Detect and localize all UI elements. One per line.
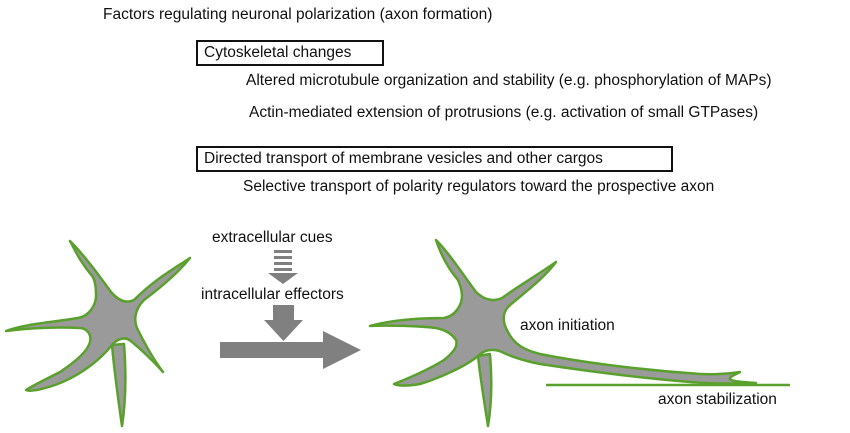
directed-transport-box: Directed transport of membrane vesicles … [196,146,673,172]
unpolarized-neuron [4,239,192,393]
transition-arrow [220,331,361,369]
page-title: Factors regulating neuronal polarization… [103,6,493,23]
effectors-arrow [264,305,303,341]
intracellular-effectors-label: intracellular effectors [201,286,344,303]
right-neuron-lower-dendrite [476,352,493,428]
microtubule-item: Altered microtubule organization and sta… [246,72,772,89]
selective-transport-item: Selective transport of polarity regulato… [243,178,715,195]
extracellular-cues-label: extracellular cues [212,229,333,246]
polarized-neuron [368,238,758,387]
actin-item: Actin-mediated extension of protrusions … [249,104,759,121]
axon-initiation-label: axon initiation [520,317,615,334]
axon-stabilization-label: axon stabilization [658,391,777,408]
cues-arrow [268,250,298,284]
cytoskeletal-changes-box: Cytoskeletal changes [196,40,384,66]
left-neuron-lower-dendrite [110,342,127,428]
